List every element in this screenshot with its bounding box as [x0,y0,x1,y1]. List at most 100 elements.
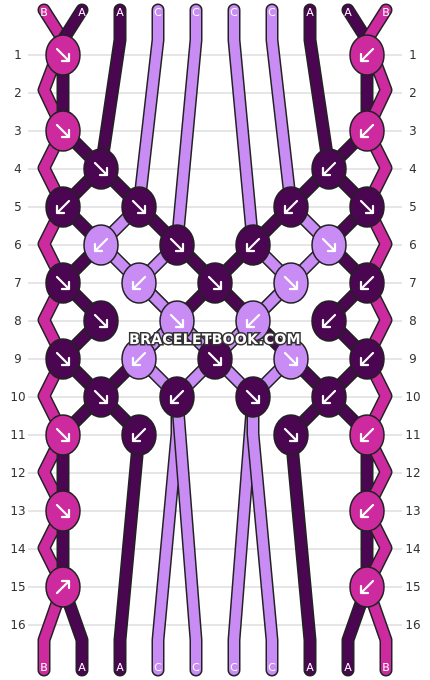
knot [235,376,271,418]
knot [121,414,157,456]
down-right-arrow-icon [55,47,71,63]
knot [311,376,347,418]
down-left-arrow-icon [359,275,375,291]
down-left-arrow-icon [359,427,375,443]
knot [273,338,309,380]
knot [45,414,81,456]
knot [311,300,347,342]
down-right-arrow-icon [55,427,71,443]
down-right-arrow-icon [359,199,375,215]
knot [83,300,119,342]
knot [349,414,385,456]
row-label: 8 [14,314,22,328]
row-label: 10 [10,390,25,404]
row-label: 12 [10,466,25,480]
knot [235,224,271,266]
down-right-arrow-icon [207,351,223,367]
knot [45,34,81,76]
knot [235,300,271,342]
knot [349,490,385,532]
row-label: 5 [409,200,417,214]
knot [349,186,385,228]
down-left-arrow-icon [359,123,375,139]
down-left-arrow-icon [93,237,109,253]
row-label: 4 [409,162,417,176]
row-label: 16 [405,618,420,632]
row-label: 13 [405,504,420,518]
knot [45,566,81,608]
down-left-arrow-icon [321,313,337,329]
knot [159,300,195,342]
strand-label-top: B [382,6,390,19]
strand-label-bottom: B [40,661,48,674]
strand-label-bottom: C [154,661,162,674]
knot [349,262,385,304]
knot [121,262,157,304]
knot [45,186,81,228]
down-right-arrow-icon [207,275,223,291]
strand-label-bottom: A [78,661,86,674]
strand-label-top: C [154,6,162,19]
strand-label-top: B [40,6,48,19]
strand-label-bottom: B [382,661,390,674]
row-label: 11 [10,428,25,442]
down-right-arrow-icon [93,313,109,329]
row-label: 11 [405,428,420,442]
row-label: 13 [10,504,25,518]
row-label: 3 [409,124,417,138]
down-right-arrow-icon [55,123,71,139]
strand-label-top: A [116,6,124,19]
row-label: 6 [14,238,22,252]
knot [273,186,309,228]
down-right-arrow-icon [169,237,185,253]
down-left-arrow-icon [131,427,147,443]
row-label: 12 [405,466,420,480]
down-left-arrow-icon [359,503,375,519]
strand-label-bottom: A [306,661,314,674]
down-left-arrow-icon [169,389,185,405]
knot [273,414,309,456]
row-label: 9 [409,352,417,366]
strand-label-top: C [230,6,238,19]
down-right-arrow-icon [283,351,299,367]
knot [159,376,195,418]
row-label: 7 [409,276,417,290]
down-left-arrow-icon [245,313,261,329]
strand-label-bottom: C [268,661,276,674]
row-label: 9 [14,352,22,366]
down-right-arrow-icon [169,313,185,329]
row-label: 7 [14,276,22,290]
down-right-arrow-icon [55,351,71,367]
knot [45,338,81,380]
row-label: 15 [10,580,25,594]
row-label: 14 [10,542,25,556]
knot [311,148,347,190]
strand-label-top: A [344,6,352,19]
down-left-arrow-icon [131,351,147,367]
strand-label-bottom: A [116,661,124,674]
down-left-arrow-icon [283,199,299,215]
down-left-arrow-icon [55,199,71,215]
row-label: 16 [10,618,25,632]
knot [197,262,233,304]
knot [349,34,385,76]
knot [45,110,81,152]
knot [159,224,195,266]
strand-label-bottom: A [344,661,352,674]
strand-label-bottom: C [230,661,238,674]
row-label: 2 [409,86,417,100]
row-label: 4 [14,162,22,176]
up-right-arrow-icon [55,579,71,595]
row-label: 3 [14,124,22,138]
down-left-arrow-icon [359,47,375,63]
knot [45,262,81,304]
knot [273,262,309,304]
row-label: 6 [409,238,417,252]
watermark-text: BRACELETBOOK.COM [129,332,301,348]
down-right-arrow-icon [93,389,109,405]
strand-label-bottom: C [192,661,200,674]
knot [197,338,233,380]
